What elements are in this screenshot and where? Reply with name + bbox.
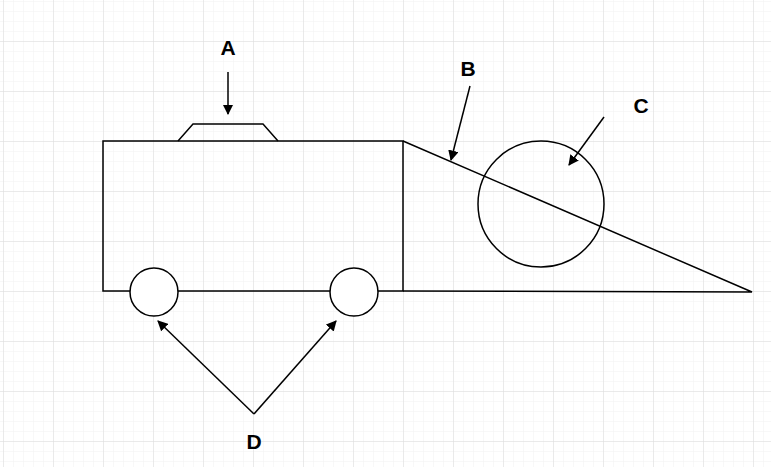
- wheel: [330, 268, 378, 316]
- ball-circle: [478, 141, 604, 267]
- part-label: D: [246, 431, 261, 452]
- part-label: C: [633, 95, 648, 116]
- top-trapezoid: [178, 124, 278, 141]
- leader-arrow: [451, 86, 470, 160]
- ramp-triangle: [403, 141, 752, 292]
- leader-arrow: [158, 321, 254, 414]
- wheel: [130, 268, 178, 316]
- part-label: A: [220, 37, 235, 58]
- part-label: B: [460, 58, 475, 79]
- leader-arrow: [569, 117, 604, 165]
- leader-arrow: [227, 72, 229, 114]
- leader-arrow: [254, 321, 336, 414]
